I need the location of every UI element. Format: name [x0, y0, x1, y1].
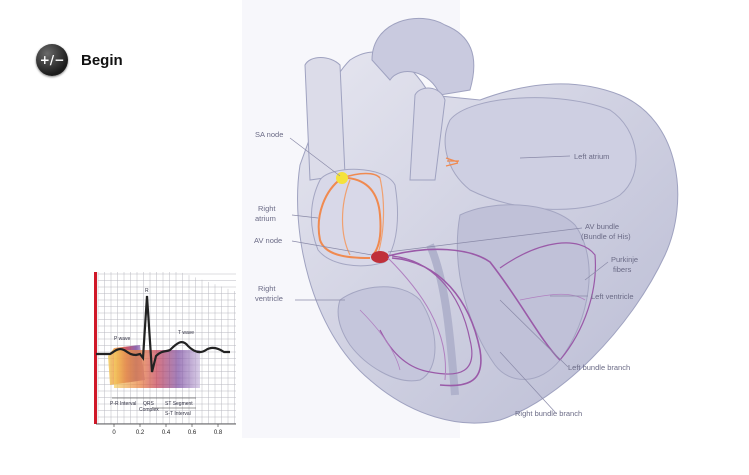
label-right-atrium-1: Right	[258, 204, 276, 213]
label-sa-node: SA node	[255, 130, 283, 139]
label-av-bundle-1: AV bundle	[585, 222, 619, 231]
conduction-pathway	[317, 157, 597, 387]
ecg-tick-label: 0.4	[162, 430, 171, 436]
ecg-t-wave: T wave	[178, 330, 194, 336]
label-purkinje-2: fibers	[613, 265, 632, 274]
label-right-ventricle-2: ventricle	[255, 294, 283, 303]
label-right-ventricle-1: Right	[258, 284, 276, 293]
label-left-bundle-branch: Left bundle branch	[568, 363, 630, 372]
ecg-st-segment: ST Segment	[165, 401, 193, 407]
ecg-tick-label: 0	[112, 430, 116, 436]
ecg-qrs-2: Complex	[139, 407, 159, 413]
label-left-atrium: Left atrium	[574, 152, 609, 161]
begin-label: Begin	[81, 51, 123, 69]
label-right-atrium-2: atrium	[255, 214, 276, 223]
label-av-bundle-2: (Bundle of His)	[581, 232, 631, 241]
ecg-trace	[96, 295, 230, 373]
ecg-pr-interval: P-R Interval	[110, 401, 136, 407]
ecg-tick-label: 0.2	[136, 430, 145, 436]
label-purkinje-1: Purkinje	[611, 255, 638, 264]
sa-node-marker	[336, 172, 348, 184]
ecg-qrs-1: QRS	[143, 401, 155, 407]
label-left-ventricle: Left ventricle	[591, 292, 634, 301]
ecg-st-interval: S-T Interval	[165, 411, 191, 417]
ecg-tick-label: 0.8	[214, 430, 223, 436]
ecg-panel: P wave R T wave P-R Interval QRS Complex…	[94, 270, 240, 436]
label-av-node: AV node	[254, 236, 282, 245]
begin-button[interactable]: +/− Begin	[36, 42, 136, 78]
ecg-p-wave: P wave	[114, 336, 131, 342]
leader-lines	[289, 137, 609, 413]
plus-minus-icon: +/−	[36, 44, 68, 76]
av-node-marker	[371, 251, 389, 263]
ecg-r-peak: R	[145, 288, 149, 294]
label-right-bundle-branch: Right bundle branch	[515, 409, 582, 418]
ecg-tick-label: 0.6	[188, 430, 197, 436]
heart-illustration	[297, 17, 679, 424]
